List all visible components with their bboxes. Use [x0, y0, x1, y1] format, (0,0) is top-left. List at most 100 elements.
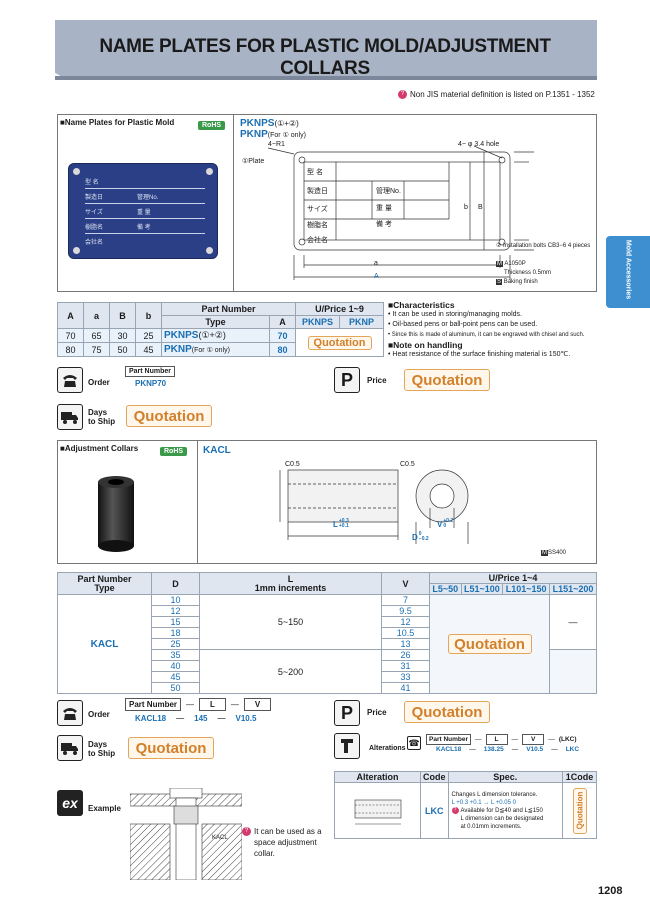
dash: —	[511, 736, 519, 743]
cell-V: 26	[381, 649, 430, 661]
days-line: Days	[88, 408, 108, 417]
characteristics-item: • It can be used in storing/managing mol…	[388, 311, 522, 318]
handling-title: ■Note on handling	[388, 340, 463, 350]
table-row: 70 65 30 25 PKNPS(①+②) 70 Quotation	[57, 328, 384, 357]
example-note-line: collar.	[254, 849, 275, 858]
collar-order-row: Part Number — L — V	[125, 698, 272, 711]
title-banner-shadow	[55, 76, 597, 80]
pknps-label: PKNPS(①+②)	[240, 118, 299, 129]
collars-panel-divider	[197, 440, 198, 564]
col-spec: Spec.	[447, 771, 563, 783]
finish-value: Baking finish	[503, 279, 538, 285]
D-tol-upper: 0	[418, 531, 422, 537]
photo-row-label: 樹脂名	[85, 224, 104, 231]
col-A: A	[57, 302, 84, 329]
V-tol-upper: +0.2	[443, 518, 454, 524]
col-type: Type	[161, 315, 270, 329]
collars-type: KACL	[203, 445, 231, 456]
cell-D: 50	[151, 682, 200, 694]
cell-A2: 80	[269, 342, 296, 357]
L-box: L	[199, 698, 226, 711]
handling-item: • Heat resistance of the surface finishi…	[388, 351, 571, 358]
cell-V: 10.5	[381, 627, 430, 639]
spec-line: L dimension can be designated	[460, 815, 544, 822]
drawing-row: 製造日	[307, 188, 328, 195]
cell-V: 7	[381, 594, 430, 606]
photo-screw-icon	[73, 247, 80, 254]
col-A2: A	[269, 315, 296, 329]
collar-L-tol: L +0.3 +0.1	[333, 519, 349, 529]
col-D: D	[151, 572, 200, 595]
type-code: PKNPS	[164, 330, 199, 341]
col-1code: 1Code	[562, 771, 597, 783]
dash: —	[469, 746, 476, 753]
days-line: to Ship	[88, 749, 116, 758]
days-quotation: Quotation	[128, 737, 214, 759]
cell-V: 9.5	[381, 605, 430, 617]
col-part-number: Part Number	[77, 573, 132, 584]
V-box: V	[522, 734, 545, 745]
photo-row-label-right: 重 量	[137, 209, 151, 216]
collars-section-label: ■Adjustment Collars	[60, 444, 139, 453]
table-row: 35 5~200 26	[58, 649, 597, 694]
dash: —	[186, 700, 195, 709]
alterations-icon	[334, 733, 360, 759]
dash: —	[511, 746, 519, 753]
cell-A: 70	[57, 328, 84, 343]
cell-a: 65	[83, 328, 110, 343]
characteristics-title: ■Characteristics	[388, 300, 455, 310]
photo-row-label: 会社名	[85, 240, 104, 246]
info-icon: ?	[242, 827, 251, 836]
days-label: Days to Ship	[88, 740, 115, 758]
photo-rows: 型 名 製造日管理No. サイズ重 量 樹脂名備 考 会社名	[85, 174, 205, 249]
example-label: Example	[88, 804, 121, 813]
col-price-range: L151~200	[549, 583, 597, 595]
phone-icon: ☎	[407, 736, 421, 750]
example-note-text: It can be used as a space adjustment col…	[254, 826, 322, 859]
type-suffix: (①+②)	[198, 330, 226, 340]
cell-D: 45	[151, 671, 200, 683]
spec-line: L +0.3 +0.1 → L +0.05 0	[451, 799, 516, 806]
pn-box: Part Number	[426, 734, 472, 745]
material-note: M A1050P Thickness 0.5mm S Baking finish	[496, 260, 551, 287]
L-box: L	[485, 734, 508, 745]
spec-line: Available for D≦40 and L≦150	[460, 807, 543, 814]
cell-type: KACL	[57, 594, 152, 694]
alterations-label: Alterations	[369, 745, 406, 752]
days-line: to Ship	[88, 417, 116, 426]
pknp-code: PKNP	[240, 129, 268, 140]
example-V: V10.5	[235, 714, 257, 723]
days-line: Days	[88, 740, 108, 749]
col-uprice: U/Price 1~4	[429, 572, 597, 584]
cell-A: 80	[57, 342, 84, 357]
dash: —	[548, 736, 555, 743]
col-part-number: Part Number	[161, 302, 296, 316]
col-a: a	[83, 302, 110, 329]
col-L-sub: 1mm increments	[254, 582, 327, 593]
material-value: SS400	[548, 550, 567, 556]
collar-D-tol: D 0 −0.2	[412, 532, 429, 542]
photo-screw-icon	[206, 247, 213, 254]
dim-A: A	[374, 273, 379, 280]
photo-row-label: サイズ	[85, 209, 103, 216]
photo-row: 樹脂名備 考	[85, 219, 205, 234]
pknps-code: PKNPS	[240, 118, 275, 129]
example-icon: ex	[57, 790, 83, 816]
col-code: Code	[420, 771, 449, 783]
cell-price-empty	[549, 649, 597, 694]
example-pn: KACL18	[436, 746, 462, 753]
price-label: Price	[367, 376, 387, 385]
example-drawing	[130, 788, 242, 880]
nameplate-section-label: ■Name Plates for Plastic Mold	[60, 118, 175, 127]
dash: —	[217, 714, 226, 723]
V-box: V	[243, 698, 272, 711]
V-tol-lower: 0	[443, 523, 447, 529]
order-label: Order	[88, 710, 110, 719]
dim-4r1: 4−R1	[268, 141, 285, 148]
collar-drawing	[279, 469, 469, 544]
drawing-row: 型 名	[307, 169, 323, 176]
cell-code: LKC	[420, 782, 449, 839]
